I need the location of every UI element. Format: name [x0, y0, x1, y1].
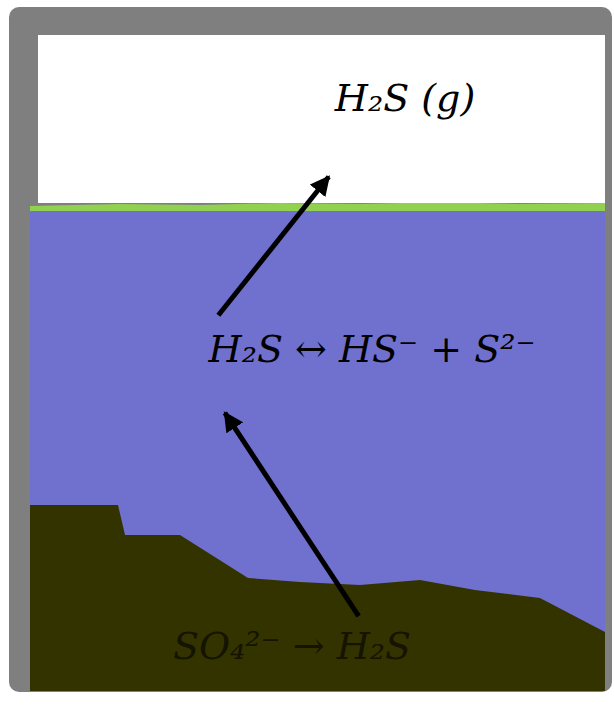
- formula-text: H₂S (g): [335, 76, 475, 122]
- flux-arrow: [218, 177, 328, 315]
- sediment-band: SO₄²⁻ → H₂S: [30, 505, 605, 691]
- formula-text: H₂S ↔ HS⁻ + S²⁻: [209, 327, 536, 373]
- formula-text: SO₄²⁻ → H₂S: [173, 624, 411, 670]
- gray-frame: [9, 7, 612, 692]
- air-band: H₂S (g): [38, 35, 605, 203]
- flux-arrow: [225, 413, 359, 616]
